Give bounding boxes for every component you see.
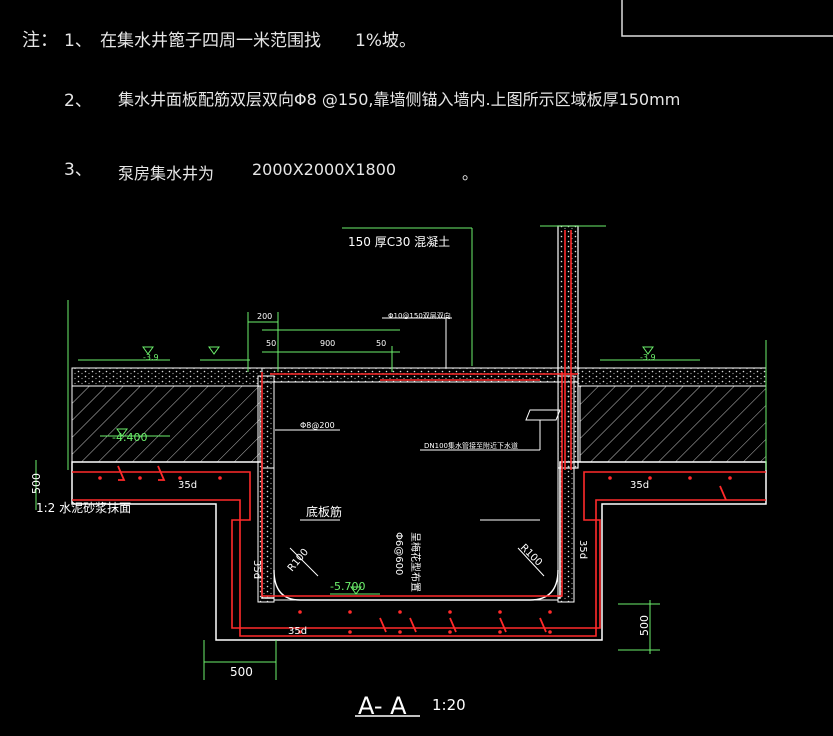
note-prefix: 注： <box>22 30 58 51</box>
elev-pit: -5.700 <box>330 580 365 593</box>
note-2-num: 2、 <box>64 91 92 111</box>
note-3-extra: 2000X2000X1800 <box>252 160 397 179</box>
rebar-hooks <box>117 465 727 633</box>
scale-label: 1:20 <box>432 696 466 714</box>
dim-50-left: 50 <box>266 339 276 348</box>
pipe-label: DN100集水管接至附近下水道 <box>424 441 518 450</box>
dim-50-right: 50 <box>376 339 386 348</box>
dim-500-bottom: 500 <box>230 665 253 679</box>
center-rebar: Φ6@600 <box>393 532 404 575</box>
rebar-top-label: Φ10@150双层双向 <box>388 311 451 320</box>
anchor-left: 35d <box>178 480 197 491</box>
note-3-tail: 。 <box>462 164 479 183</box>
slab-label: 150 厚C30 混凝土 <box>348 234 450 249</box>
note-2-text: 集水井面板配筋双层双向Φ8 @150,靠墙侧锚入墙内.上图所示区域板厚150mm <box>118 90 681 109</box>
dim-200: 200 <box>257 312 272 321</box>
mortar-label: 1:2 水泥砂浆抹面 <box>36 500 131 515</box>
center-rebar-2: 呈梅花型布置 <box>409 532 422 592</box>
dim-900: 900 <box>320 339 335 348</box>
rebar-dots <box>98 476 732 634</box>
note-3-num: 3、 <box>64 160 92 180</box>
anchor-right: 35d <box>630 480 649 491</box>
soil-right <box>579 385 767 463</box>
soil-left <box>71 385 261 463</box>
elev-right: -3.9 <box>640 353 656 362</box>
section-title: A- A <box>358 692 407 720</box>
rebar-group <box>72 230 766 637</box>
anchor-bottom: 35d <box>288 626 307 637</box>
note-3-text: 泵房集水井为 <box>118 164 215 183</box>
side-35d-left: 35d <box>251 560 262 579</box>
dim-500-right: 500 <box>638 615 651 636</box>
pit-inner <box>273 381 559 601</box>
elev-soil: -4.400 <box>112 431 147 444</box>
side-35d-right: 35d <box>577 540 588 559</box>
note-1-extra: 1%坡。 <box>355 31 416 51</box>
ground-slab-right <box>577 367 767 387</box>
ground-slab-left <box>71 367 263 387</box>
bottom-rebar-label: 底板筋 <box>306 504 342 519</box>
dimension-lines <box>35 312 700 680</box>
dim-500-left: 500 <box>30 473 43 494</box>
note-1-num: 1、 <box>64 31 92 51</box>
frame-corner <box>621 0 833 37</box>
wall-rebar: Φ8@200 <box>300 421 335 430</box>
elev-left: -3.9 <box>143 353 159 362</box>
note-1-text: 在集水井篦子四周一米范围找 <box>100 31 321 51</box>
